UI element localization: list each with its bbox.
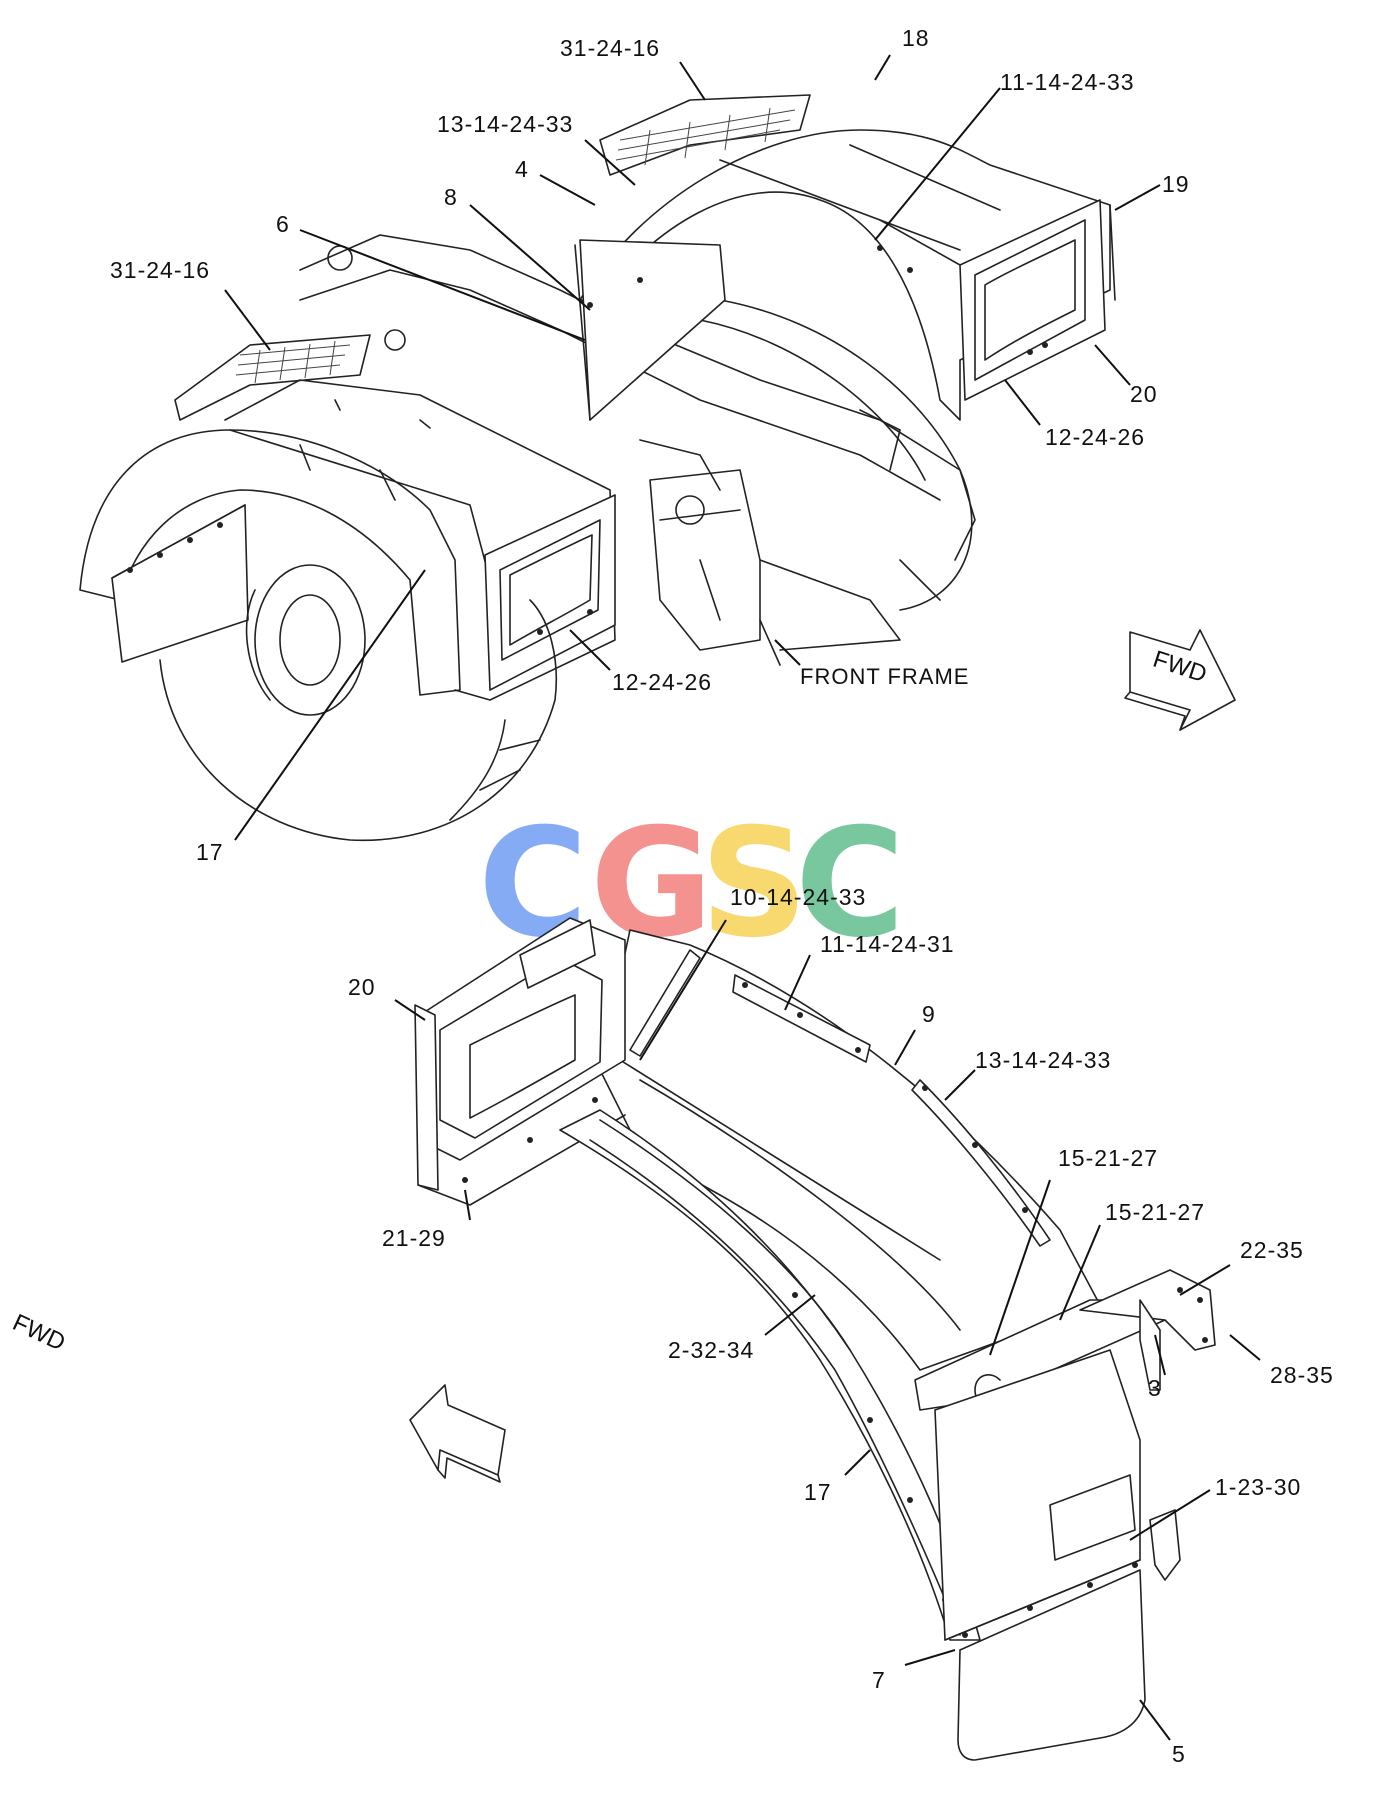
label-9-bottom: 9	[922, 1001, 936, 1027]
label-11-14-24-33-top: 11-14-24-33	[1000, 69, 1135, 95]
right-step	[599, 94, 811, 176]
label-10-14-24-33: 10-14-24-33	[730, 884, 866, 910]
top-leader-lines	[224, 54, 1161, 841]
label-11-14-24-31: 11-14-24-31	[820, 931, 955, 957]
right-fender	[574, 129, 1116, 421]
label-31-24-16-top: 31-24-16	[560, 35, 660, 61]
left-tire	[159, 564, 558, 842]
label-17-bottom: 17	[804, 1479, 832, 1505]
label-3-bottom: 3	[1148, 1375, 1162, 1401]
label-13-14-24-33-top: 13-14-24-33	[437, 111, 573, 137]
left-step	[174, 334, 371, 421]
top-assembly: 31-24-16 18 11-14-24-33 13-14-24-33 4 8 …	[79, 25, 1236, 865]
label-12-24-26-left: 12-24-26	[612, 669, 712, 695]
label-20-bottom: 20	[348, 974, 376, 1000]
label-front-frame: FRONT FRAME	[800, 664, 969, 689]
bottom-leader-lines	[394, 919, 1261, 1741]
bottom-mud-flap	[934, 1349, 1181, 1761]
bottom-fender-plate	[599, 929, 1101, 1371]
front-frame-drawing	[299, 234, 976, 666]
label-2-32-34: 2-32-34	[668, 1337, 754, 1363]
label-21-29: 21-29	[382, 1225, 446, 1251]
label-28-35: 28-35	[1270, 1362, 1334, 1388]
watermark-letter-c2: C	[795, 797, 905, 971]
bottom-labels: 10-14-24-33 11-14-24-31 20 9 13-14-24-33…	[348, 884, 1334, 1767]
label-5-bottom: 5	[1172, 1741, 1186, 1767]
label-20-top: 20	[1130, 381, 1158, 407]
label-31-24-16-left: 31-24-16	[110, 257, 210, 283]
fwd-arrow-bottom: FWD	[8, 1309, 506, 1483]
top-labels: 31-24-16 18 11-14-24-33 13-14-24-33 4 8 …	[110, 25, 1190, 865]
fwd-label-bottom: FWD	[8, 1309, 69, 1357]
label-4-top: 4	[515, 156, 529, 182]
label-19-top: 19	[1162, 171, 1190, 197]
watermark-letter-s: S	[700, 797, 808, 971]
label-13-14-24-33-bottom: 13-14-24-33	[975, 1047, 1111, 1073]
bottom-storage-box	[414, 917, 626, 1206]
label-12-24-26-right: 12-24-26	[1045, 424, 1145, 450]
bottom-fender-arc	[559, 1109, 981, 1641]
left-fender	[79, 379, 616, 701]
label-8-top: 8	[444, 184, 458, 210]
bottom-support-bracket	[914, 1269, 1216, 1411]
label-1-23-30: 1-23-30	[1215, 1474, 1301, 1500]
label-22-35: 22-35	[1240, 1237, 1304, 1263]
label-15-21-27-a: 15-21-27	[1058, 1145, 1158, 1171]
label-15-21-27-b: 15-21-27	[1105, 1199, 1205, 1225]
bottom-assembly: 10-14-24-33 11-14-24-31 20 9 13-14-24-33…	[8, 884, 1334, 1767]
label-6-top: 6	[276, 211, 290, 237]
label-18-top: 18	[902, 25, 930, 51]
fwd-arrow-top: FWD	[1124, 629, 1236, 731]
label-7-bottom: 7	[872, 1667, 886, 1693]
label-17-top: 17	[196, 839, 224, 865]
